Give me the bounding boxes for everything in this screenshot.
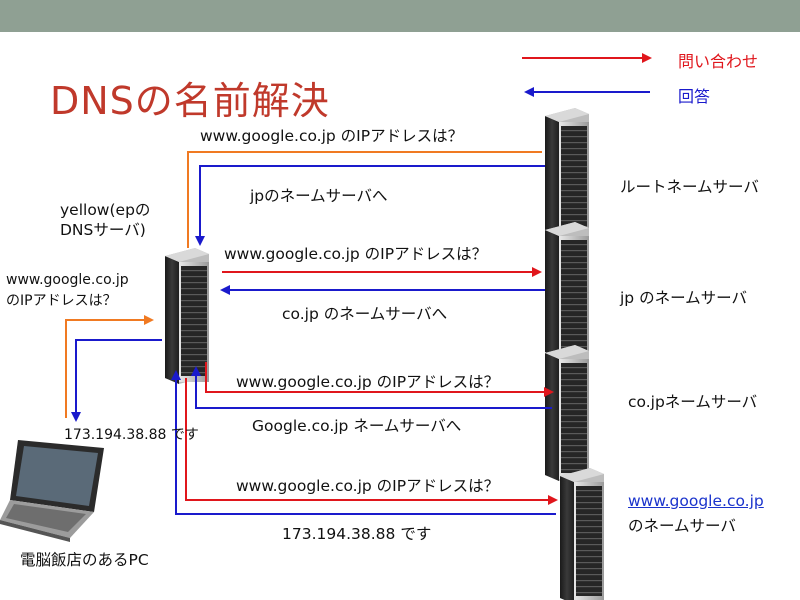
jp-server-label: jp のネームサーバ (620, 289, 747, 307)
msg-answer-root: jpのネームサーバへ (250, 187, 388, 205)
arrow-answer-google (171, 370, 556, 515)
msg-query-cojp: www.google.co.jp のIPアドレスは？ (236, 373, 500, 391)
msg-query-pc-line1: www.google.co.jp (6, 272, 129, 288)
jp-server-icon (545, 222, 589, 358)
msg-answer-pc: 173.194.38.88 です (64, 427, 199, 443)
msg-query-jp: www.google.co.jp のIPアドレスは？ (224, 245, 488, 263)
pc-label: 電脳飯店のあるPC (20, 551, 149, 569)
cojp-server-label: co.jpネームサーバ (628, 393, 758, 411)
msg-answer-google: 173.194.38.88 です (282, 525, 432, 543)
laptop-icon (0, 440, 104, 542)
resolver-label-line2: DNSサーバ) (60, 221, 146, 239)
msg-query-pc-line2: のIPアドレスは？ (6, 293, 117, 309)
msg-answer-jp: co.jp のネームサーバへ (282, 305, 448, 323)
arrow-query-pc (65, 315, 154, 418)
google-server-label-line1[interactable]: www.google.co.jp (628, 492, 764, 510)
google-server-label-line2: のネームサーバ (628, 517, 736, 535)
msg-query-root: www.google.co.jp のIPアドレスは？ (200, 127, 464, 145)
msg-query-google: www.google.co.jp のIPアドレスは？ (236, 477, 500, 495)
legend-answer-label: 回答 (678, 87, 711, 106)
google-server-icon (560, 468, 604, 600)
slide-title: DNSの名前解決 (50, 79, 330, 123)
root-server-label: ルートネームサーバ (620, 178, 759, 196)
legend-query-label: 問い合わせ (678, 52, 759, 71)
arrow-answer-root (195, 165, 545, 246)
arrow-query-root (187, 151, 542, 248)
resolver-label-line1: yellow(epの (60, 201, 151, 219)
slide-top-bar (0, 0, 800, 32)
arrow-answer-pc (71, 339, 162, 422)
arrow-query-cojp (205, 362, 554, 397)
arrow-answer-cojp (191, 366, 552, 409)
msg-answer-cojp: Google.co.jp ネームサーバへ (252, 417, 462, 435)
resolver-server-icon (165, 248, 209, 384)
cojp-server-icon (545, 345, 589, 481)
root-server-icon (545, 108, 589, 244)
arrow-query-google (185, 378, 558, 505)
